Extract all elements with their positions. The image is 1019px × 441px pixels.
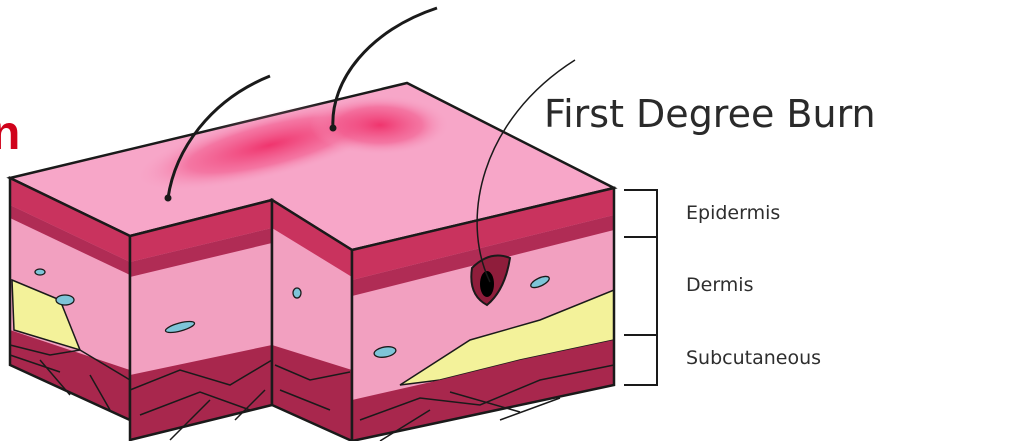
diagram-title: First Degree Burn bbox=[544, 92, 876, 136]
layer-bracket bbox=[624, 190, 657, 385]
layer-label-subcutaneous: Subcutaneous bbox=[686, 347, 821, 369]
middle-block bbox=[130, 200, 272, 440]
layer-label-epidermis: Epidermis bbox=[686, 202, 780, 224]
layer-label-dermis: Dermis bbox=[686, 274, 753, 296]
